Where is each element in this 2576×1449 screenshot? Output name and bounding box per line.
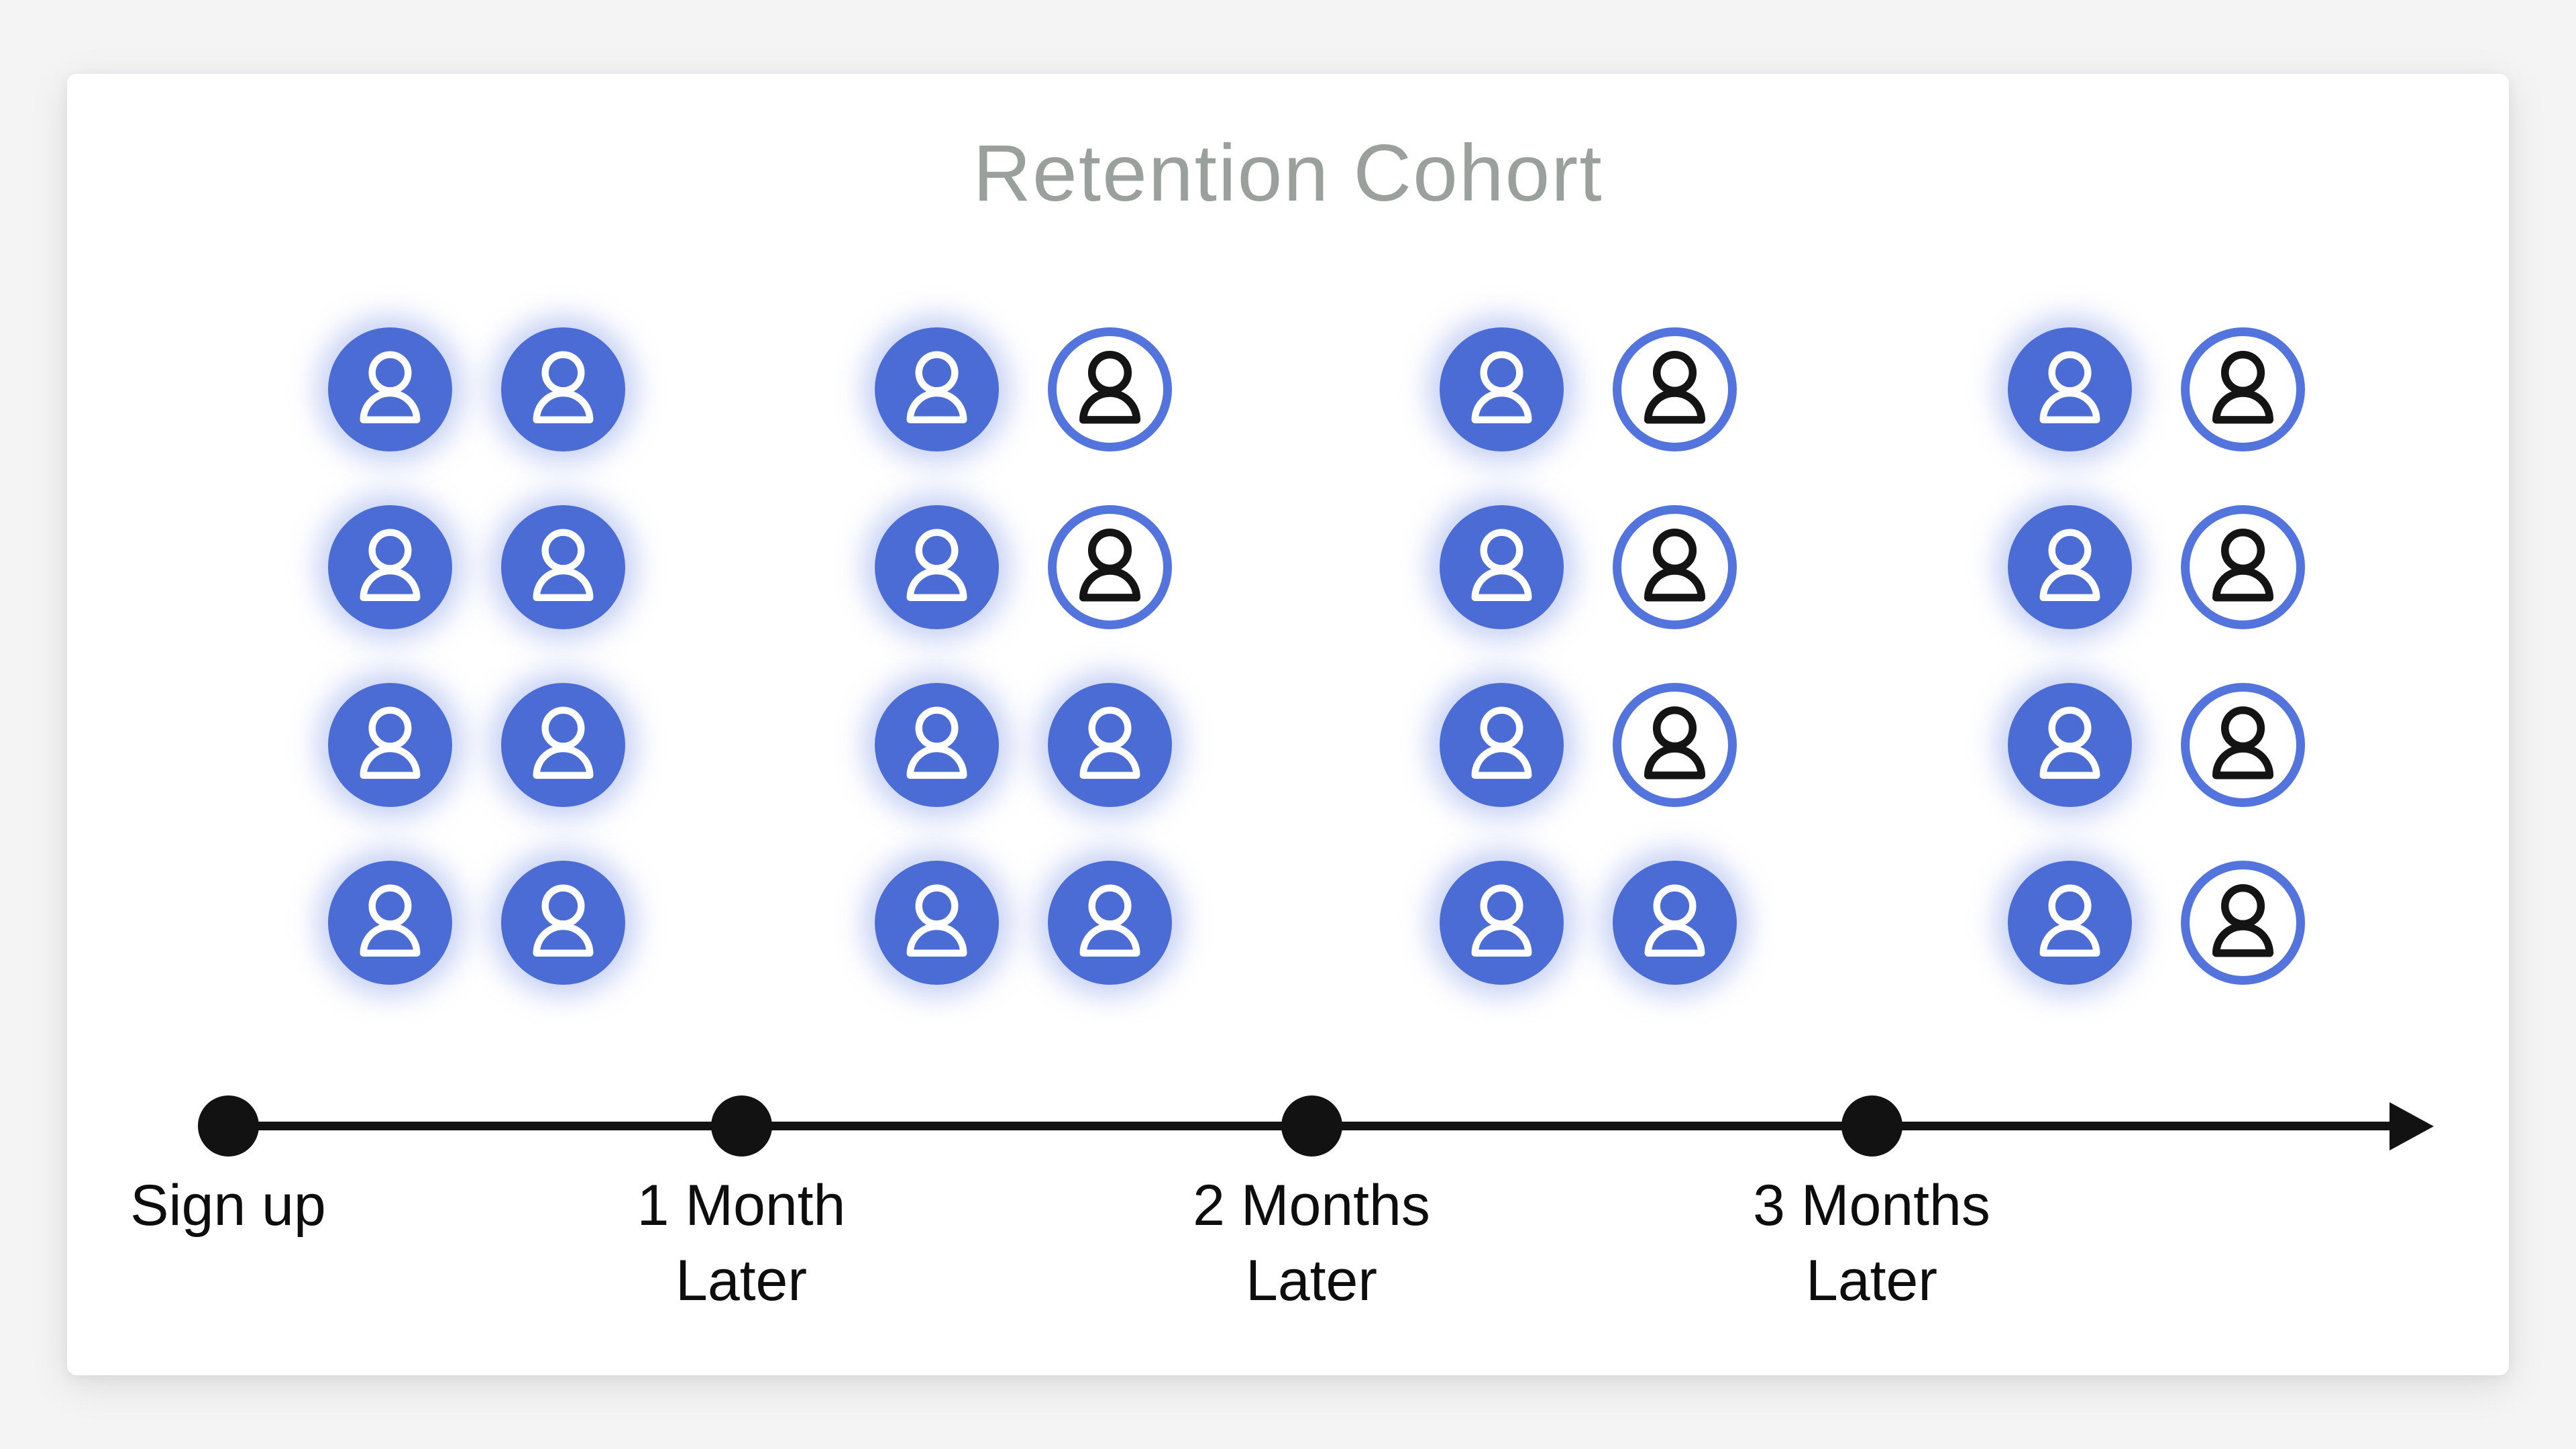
user-icon-retained [875,327,999,451]
timeline-dot-2-months [1281,1095,1342,1157]
user-icon-churned [2181,861,2305,985]
person-glyph [1644,528,1706,602]
user-icon-retained [501,505,625,629]
timeline-label-2-months: 2 Months Later [1193,1169,1430,1319]
timeline-label-line: Later [1805,1248,1938,1313]
person-glyph [906,351,967,424]
person-glyph [533,351,594,424]
timeline-label-line: Sign up [130,1173,326,1238]
person-glyph [2212,528,2274,602]
user-icon-retained [1440,327,1564,451]
person-glyph [2212,350,2274,424]
person-glyph [1471,884,1532,957]
person-glyph [360,529,421,602]
user-icon-retained [328,327,452,451]
person-glyph [360,351,421,424]
retention-cohort-card: Retention Cohort Sign up 1 Month Later 2… [67,74,2509,1375]
user-icon-retained [875,861,999,985]
user-icon-retained [328,505,452,629]
user-icon-retained [1440,861,1564,985]
user-icon-retained [501,683,625,807]
user-icon-retained [2008,327,2132,451]
user-icon-retained [1613,861,1737,985]
person-glyph [1644,884,1705,957]
timeline-dot-1-month [711,1095,772,1157]
user-icon-retained [1048,861,1172,985]
person-glyph [1079,884,1140,957]
person-glyph [2039,351,2100,424]
person-glyph [1644,350,1706,424]
person-glyph [1471,529,1532,602]
person-glyph [1471,351,1532,424]
user-icon-retained [875,683,999,807]
person-glyph [2039,529,2100,602]
user-icon-retained [1440,683,1564,807]
user-icon-retained [501,861,625,985]
user-icon-retained [328,861,452,985]
user-icon-retained [875,505,999,629]
user-icon-churned [2181,505,2305,629]
person-glyph [2039,706,2100,780]
user-icon-churned [1048,505,1172,629]
timeline-label-line: Later [1245,1248,1378,1313]
timeline-label-line: 3 Months [1753,1173,1990,1238]
cohort-group-1-month [875,327,1172,985]
cohort-group-signup [328,327,625,985]
user-icon-retained [1048,683,1172,807]
timeline-arrow-icon [2390,1102,2434,1150]
user-icon-churned [1613,683,1737,807]
person-glyph [2039,884,2100,957]
cohort-group-3-months [2008,327,2305,985]
user-icon-retained [1440,505,1564,629]
user-icon-churned [1613,505,1737,629]
timeline-dot-signup [198,1095,259,1157]
chart-title: Retention Cohort [973,128,1603,218]
timeline-label-1-month: 1 Month Later [637,1169,846,1319]
user-icon-retained [2008,861,2132,985]
person-glyph [2212,706,2274,780]
person-glyph [2212,883,2274,957]
person-glyph [533,706,594,780]
timeline-label-line: 2 Months [1193,1173,1430,1238]
user-icon-retained [2008,505,2132,629]
person-glyph [533,529,594,602]
timeline-label-line: 1 Month [637,1173,846,1238]
person-glyph [1471,706,1532,780]
user-icon-churned [2181,327,2305,451]
cohort-group-2-months [1440,327,1737,985]
person-glyph [906,884,967,957]
user-icon-churned [1613,327,1737,451]
person-glyph [1079,528,1141,602]
person-glyph [360,706,421,780]
timeline-dot-3-months [1841,1095,1902,1157]
person-glyph [1079,706,1140,780]
person-glyph [906,529,967,602]
person-glyph [906,706,967,780]
user-icon-retained [328,683,452,807]
person-glyph [1079,350,1141,424]
user-icon-retained [501,327,625,451]
timeline-label-signup: Sign up [130,1169,326,1244]
user-icon-retained [2008,683,2132,807]
person-glyph [533,884,594,957]
person-glyph [1644,706,1706,780]
user-icon-churned [1048,327,1172,451]
timeline-label-line: Later [675,1248,808,1313]
user-icon-churned [2181,683,2305,807]
timeline-label-3-months: 3 Months Later [1753,1169,1990,1319]
person-glyph [360,884,421,957]
